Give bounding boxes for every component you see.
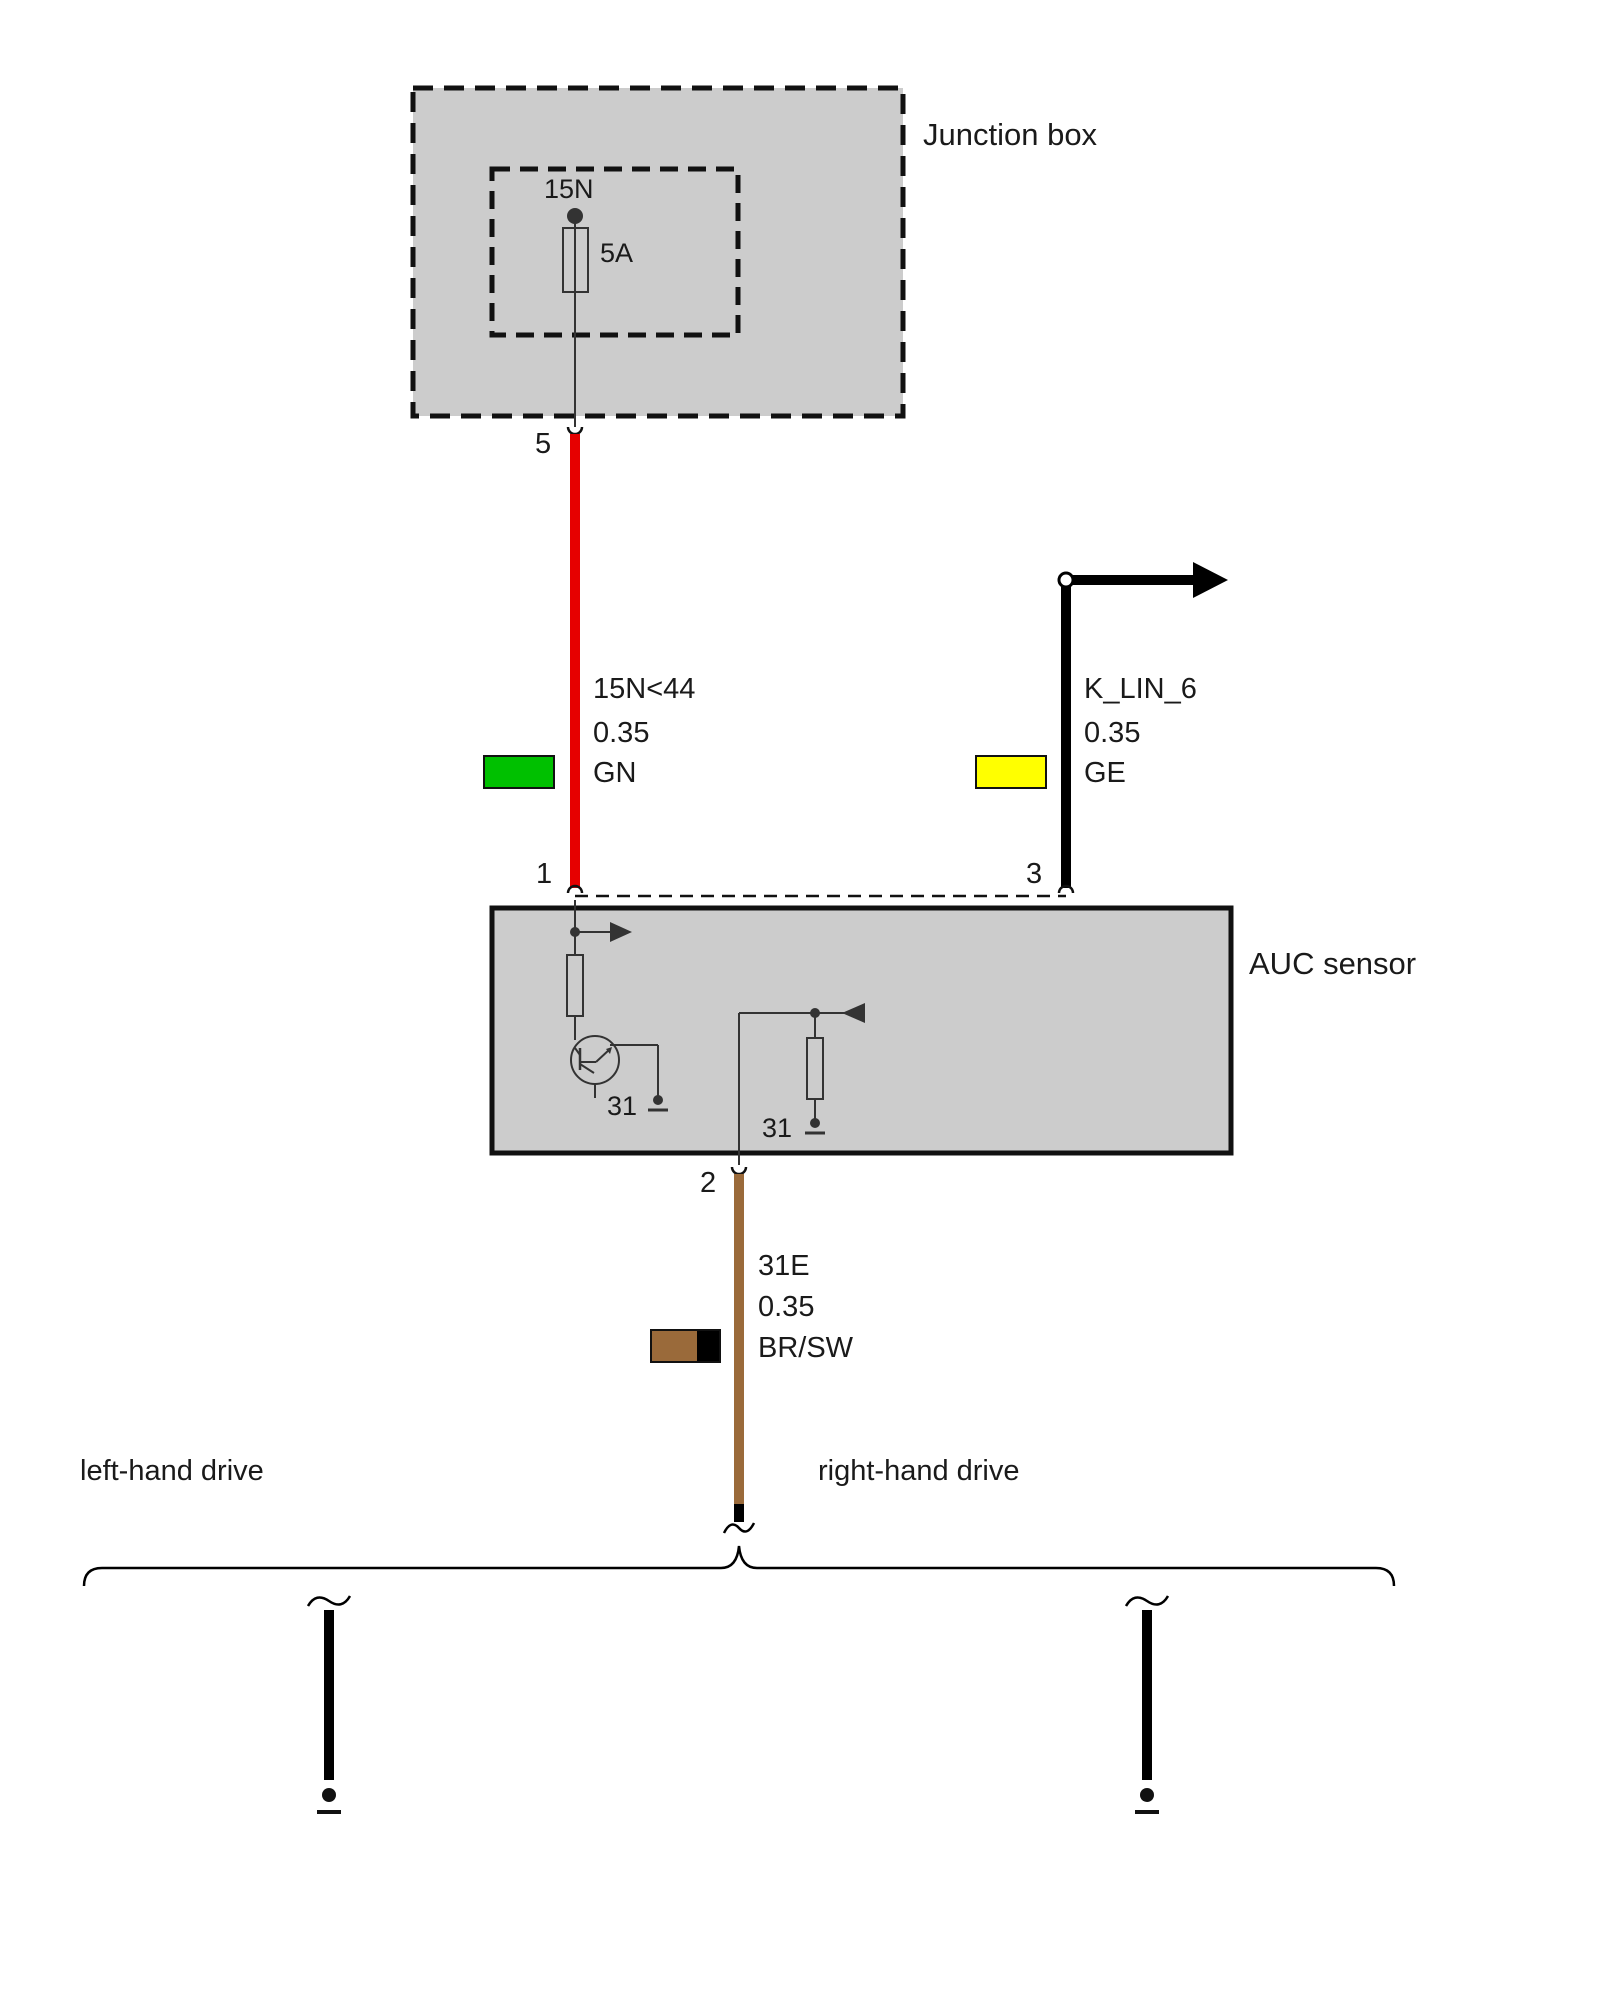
right-ground-break-icon (1124, 1595, 1170, 1607)
transistor-icon (570, 1035, 620, 1098)
left-hand-drive-label: left-hand drive (80, 1455, 264, 1487)
ground-wire-size: 0.35 (758, 1291, 814, 1323)
left-ground-point (306, 1595, 352, 1814)
connector-pin-5 (566, 426, 584, 436)
ground-wire-break-icon (722, 1522, 756, 1534)
pin-5-label: 5 (535, 428, 551, 460)
pin-3-label: 3 (1026, 858, 1042, 890)
lin-wire-color-code: GE (1084, 757, 1126, 789)
connector-pin-3 (1057, 884, 1075, 894)
sensor-title: AUC sensor (1249, 946, 1416, 981)
right-ground-point (1124, 1595, 1170, 1814)
internal-input-arrow-icon (842, 1003, 865, 1023)
internal-ground-right-label: 31 (762, 1113, 792, 1143)
internal-resistor-2 (806, 1037, 824, 1100)
internal-ground-left-label: 31 (607, 1091, 637, 1121)
left-ground-break-icon (306, 1595, 352, 1607)
ground-wire-color-code: BR/SW (758, 1332, 854, 1364)
internal-ground-left-dot (653, 1095, 663, 1105)
auc-sensor: 1 3 AUC sensor 31 (489, 858, 1416, 1199)
left-ground-dot (322, 1788, 336, 1802)
power-wire-color-code: GN (593, 757, 637, 789)
junction-box-title: Junction box (923, 117, 1098, 152)
power-wire-color-swatch (483, 755, 555, 789)
ground-wire-color-swatch (650, 1329, 721, 1363)
internal-signal-arrow-icon (610, 922, 632, 942)
junction-box: Junction box 15N 5A 5 (410, 85, 1098, 460)
power-wire-signal: 15N<44 (593, 673, 695, 705)
power-wire: 15N<44 0.35 GN (483, 434, 695, 888)
pin-1-label: 1 (536, 858, 552, 890)
fuse-compartment (489, 166, 741, 338)
right-hand-drive-label: right-hand drive (818, 1455, 1020, 1487)
pin-2-label: 2 (700, 1167, 716, 1199)
lin-wire-size: 0.35 (1084, 717, 1140, 749)
internal-resistor-1 (566, 954, 584, 1017)
lin-wire: K_LIN_6 0.35 GE (975, 562, 1228, 888)
internal-ground-right-dot (810, 1118, 820, 1128)
ground-wire: 31E 0.35 BR/SW (650, 1174, 854, 1534)
fuse-terminal-label: 15N (544, 174, 594, 204)
sensor-housing (489, 905, 1234, 1156)
ground-wire-signal: 31E (758, 1250, 810, 1282)
lin-bus-arrow-icon (1193, 562, 1228, 598)
lin-wire-color-swatch (975, 755, 1047, 789)
lin-wire-signal: K_LIN_6 (1084, 673, 1197, 705)
connector-pin-2 (730, 1166, 748, 1176)
connector-pin-1 (566, 884, 584, 894)
power-wire-size: 0.35 (593, 717, 649, 749)
variant-brace: left-hand drive right-hand drive (80, 1455, 1396, 1587)
lin-wire-node (1057, 571, 1075, 589)
brace-icon (82, 1545, 1396, 1587)
fuse-rating-label: 5A (600, 238, 633, 268)
right-ground-dot (1140, 1788, 1154, 1802)
